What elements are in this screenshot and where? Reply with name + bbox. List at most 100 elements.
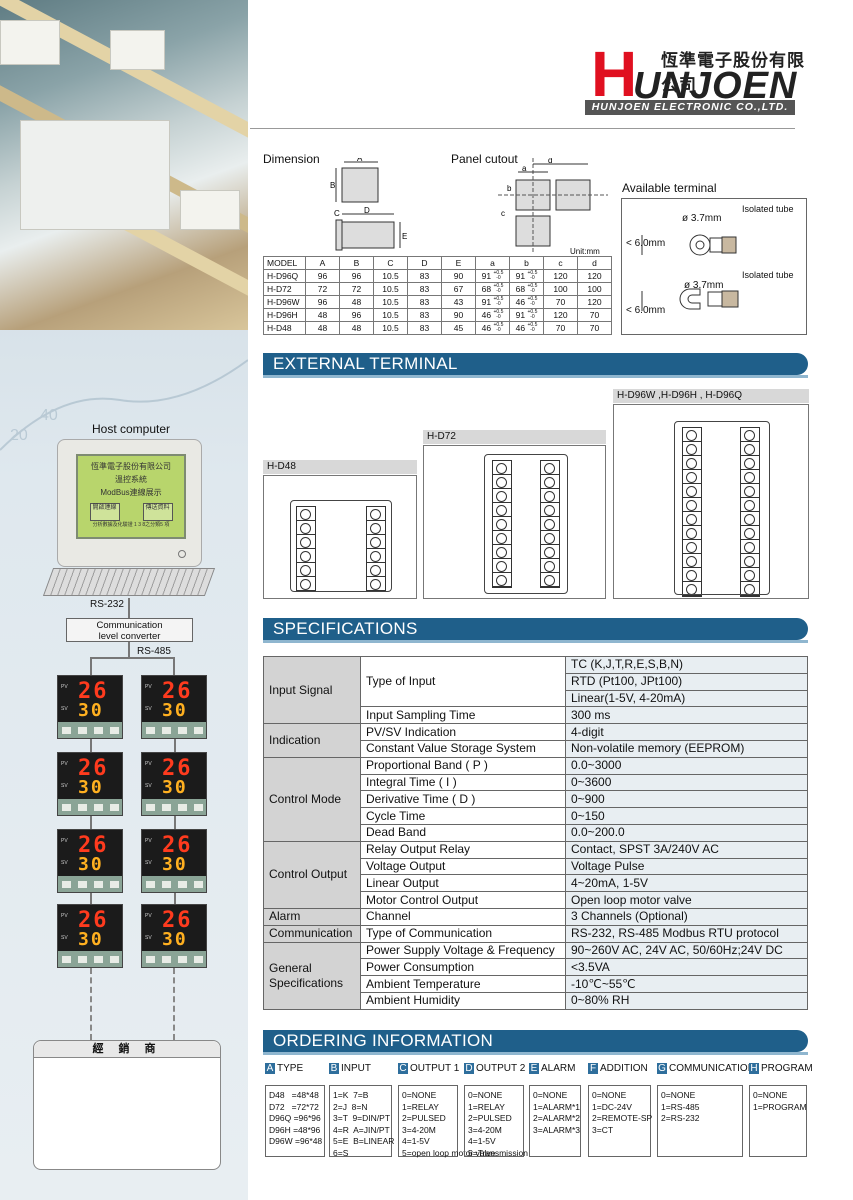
spec-group: General Specifications xyxy=(263,941,361,1010)
d48-title: H-D48 xyxy=(263,460,417,474)
ordering-col-title: TYPE xyxy=(277,1063,304,1074)
available-terminal-title: Available terminal xyxy=(622,181,717,195)
terminal-screw-icon xyxy=(683,540,701,554)
screen-footer: 分析數據及化驗證 1 3 8之分類5 項 xyxy=(92,522,170,528)
spec-item: Relay Output Relay xyxy=(360,840,566,859)
panel-cutout-title: Panel cutout xyxy=(451,152,518,166)
terminal-screw-icon xyxy=(493,503,511,517)
spec-item: Power Consumption xyxy=(360,958,566,977)
terminal-screw-icon xyxy=(741,568,759,582)
key-button-icon xyxy=(61,955,71,963)
spec-group: Input Signal xyxy=(263,655,361,725)
dim-cell: 83 xyxy=(407,295,442,309)
dim-cell-tol: 91 +0.5-0 xyxy=(475,295,510,309)
spec-value: TC (K,J,T,R,E,S,B,N) xyxy=(565,656,808,674)
sv-tag: SV xyxy=(61,783,68,789)
ordering-col-title: OUTPUT 2 xyxy=(476,1063,526,1074)
ordering-key: E xyxy=(529,1063,539,1074)
key-button-icon xyxy=(93,955,103,963)
dim-cell: 83 xyxy=(407,308,442,322)
dim-cell: 83 xyxy=(407,282,442,296)
spec-item: Channel xyxy=(360,907,566,926)
available-terminal-box: ø 3.7mm Isolated tube < 6.0mm ø 3.7mm Is… xyxy=(621,198,807,335)
dim-header-cell: b xyxy=(509,256,544,270)
tol-top: +0.5 xyxy=(493,296,504,303)
dim-cell: 67 xyxy=(441,282,476,296)
sv-tag: SV xyxy=(145,860,152,866)
dim-cell: 10.5 xyxy=(373,282,408,296)
dim-value: 68 xyxy=(481,283,492,294)
spec-row: Derivative Time ( D )0~900 xyxy=(264,790,808,809)
key-button-icon xyxy=(145,726,155,734)
spec-item: Motor Control Output xyxy=(360,891,566,909)
tol-top: +0.5 xyxy=(493,270,504,277)
dim-cell: H-D72 xyxy=(263,282,306,296)
spec-item: Input Sampling Time xyxy=(360,706,566,725)
dim-cell: 96 xyxy=(305,269,340,283)
spec-value: Voltage Pulse xyxy=(565,857,808,876)
header-rule xyxy=(250,128,795,129)
tol-bottom: -0 xyxy=(496,327,501,334)
controller-keys xyxy=(58,876,122,892)
screen-button-send: 傳送資料 xyxy=(142,503,173,521)
dim-cell-tol: 91 +0.5-0 xyxy=(475,269,510,283)
screen-line-3: ModBus連線展示 xyxy=(100,488,162,497)
terminal-screw-icon xyxy=(541,531,559,545)
terminal-screw-icon xyxy=(367,521,385,535)
terminal-screw-icon xyxy=(541,559,559,573)
ordering-col-title: INPUT xyxy=(341,1063,371,1074)
terminal-2-diameter: ø 3.7mm xyxy=(684,280,724,291)
key-button-icon xyxy=(193,880,203,888)
key-button-icon xyxy=(61,880,71,888)
ordering-option-box: D48 =48*48 D72 =72*72 D96Q =96*96 D96H =… xyxy=(265,1085,325,1157)
terminal-screw-icon xyxy=(493,573,511,587)
terminal-screw-icon xyxy=(297,535,315,549)
spec-value: RS-232, RS-485 Modbus RTU protocol xyxy=(565,924,808,943)
tol-bottom: -0 xyxy=(496,288,501,295)
spec-value: <3.5VA xyxy=(565,958,808,977)
dim-cell-tol: 46 +0.5-0 xyxy=(475,321,510,335)
key-button-icon xyxy=(145,803,155,811)
key-button-icon xyxy=(161,803,171,811)
sv-display: 30 xyxy=(78,929,104,950)
spec-value: Open loop motor valve xyxy=(565,891,808,909)
dim-value: 46 xyxy=(515,322,526,333)
ordering-key: C xyxy=(398,1063,408,1074)
dim-value: 91 xyxy=(515,309,526,320)
terminal-screw-icon xyxy=(541,573,559,587)
key-button-icon xyxy=(93,803,103,811)
ordering-key: F xyxy=(588,1063,598,1074)
dim-cell: 45 xyxy=(441,321,476,335)
sv-tag: SV xyxy=(61,935,68,941)
dim-value: 46 xyxy=(515,296,526,307)
sv-tag: SV xyxy=(145,935,152,941)
dealer-box: 經 銷 商 xyxy=(33,1040,221,1170)
dim-cell: 70 xyxy=(577,321,612,335)
terminal-screw-icon xyxy=(541,517,559,531)
spec-group: Control Output xyxy=(263,840,361,909)
host-computer-label: Host computer xyxy=(92,422,171,436)
tol-top: +0.5 xyxy=(527,270,538,277)
terminal-screw-icon xyxy=(367,507,385,521)
tol-bottom: -0 xyxy=(530,288,535,295)
controller-keys xyxy=(58,722,122,738)
spec-item: Dead Band xyxy=(360,823,566,842)
sv-tag: SV xyxy=(61,706,68,712)
dim-d-label: D xyxy=(364,206,370,215)
key-button-icon xyxy=(93,726,103,734)
factory-photo xyxy=(0,0,248,330)
dim-cell: 72 xyxy=(305,282,340,296)
ordering-col-title: OUTPUT 1 xyxy=(410,1063,460,1074)
dim-cell: 48 xyxy=(339,321,374,335)
spec-item: Type of Input xyxy=(360,655,566,708)
pv-display: 26 xyxy=(162,756,193,781)
pv-display: 26 xyxy=(162,908,193,933)
screen-line-1: 恆準電子股份有限公司 xyxy=(91,462,171,471)
